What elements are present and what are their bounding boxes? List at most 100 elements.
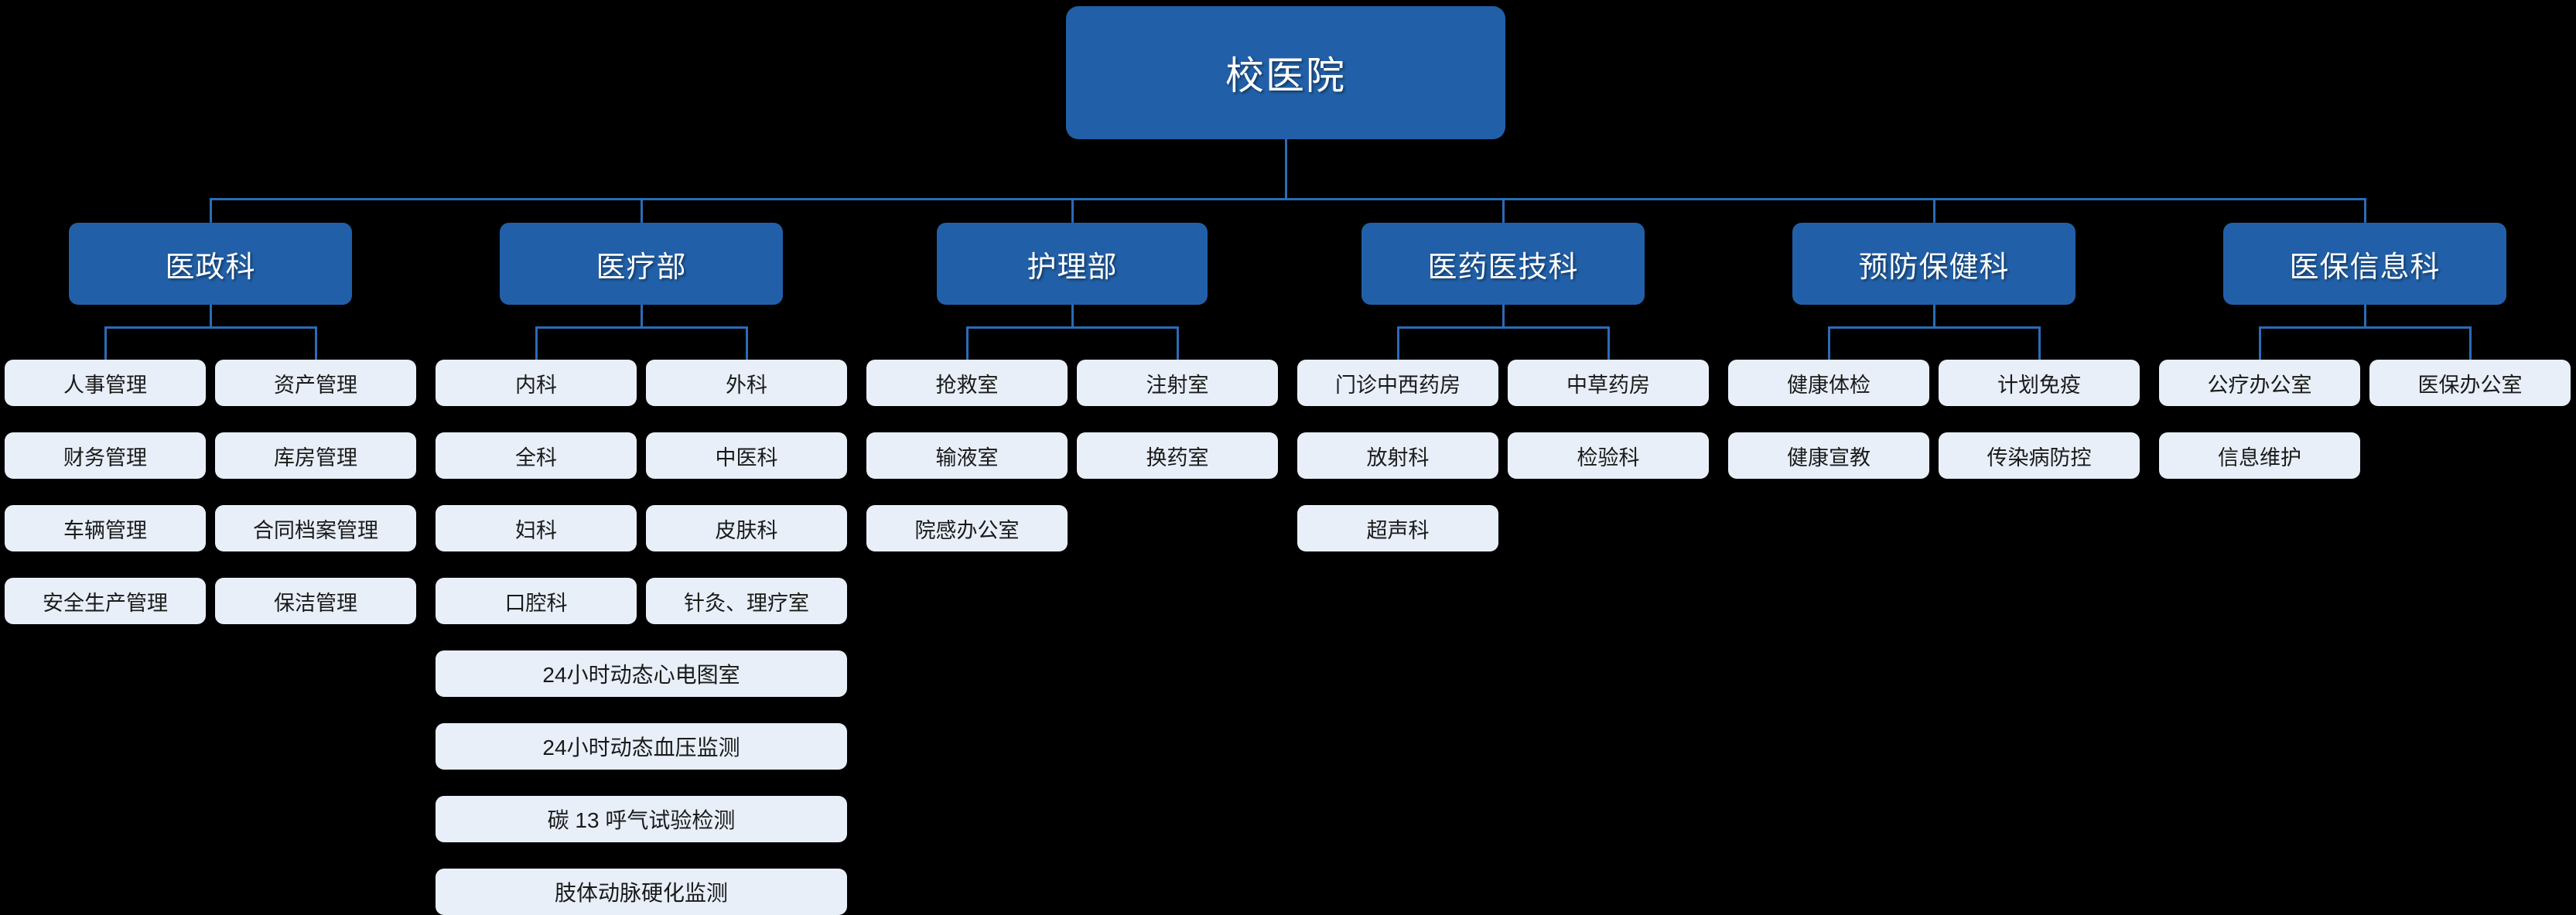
leaf-node-4-2-2[interactable]: 检验科 bbox=[1508, 432, 1709, 479]
leaf-drop-connector-5-1 bbox=[1828, 326, 1830, 360]
leaf-node-1-1-1[interactable]: 人事管理 bbox=[5, 360, 206, 406]
dept-stem-connector-3 bbox=[1071, 305, 1074, 326]
dept-node-4[interactable]: 医药医技科 bbox=[1361, 223, 1645, 305]
leaf-label: 输液室 bbox=[935, 446, 999, 469]
leaf-label: 公疗办公室 bbox=[2207, 373, 2312, 397]
leaf-drop-connector-3-1 bbox=[966, 326, 969, 360]
dept-drop-connector-6 bbox=[2364, 198, 2366, 223]
leaf-node-1-2-4[interactable]: 保洁管理 bbox=[215, 578, 416, 624]
dept-node-6[interactable]: 医保信息科 bbox=[2223, 223, 2506, 305]
dept-sub-bus-4 bbox=[1398, 326, 1608, 329]
leaf-label: 注射室 bbox=[1146, 373, 1209, 397]
leaf-node-3-2-1[interactable]: 注射室 bbox=[1077, 360, 1278, 406]
dept-drop-connector-3 bbox=[1071, 198, 1074, 223]
dept-stem-connector-2 bbox=[641, 305, 643, 326]
leaf-label: 医保办公室 bbox=[2417, 373, 2523, 397]
dept-label: 医疗部 bbox=[596, 251, 687, 284]
dept-sub-bus-1 bbox=[105, 326, 316, 329]
leaf-label: 安全生产管理 bbox=[43, 591, 168, 615]
dept-drop-connector-1 bbox=[210, 198, 212, 223]
leaf-drop-connector-4-1 bbox=[1397, 326, 1399, 360]
leaf-node-6-1-2[interactable]: 信息维护 bbox=[2159, 432, 2360, 479]
leaf-node-1-1-3[interactable]: 车辆管理 bbox=[5, 505, 206, 551]
leaf-label: 信息维护 bbox=[2218, 446, 2301, 469]
leaf-node-1-2-2[interactable]: 库房管理 bbox=[215, 432, 416, 479]
leaf-node-2-2-3[interactable]: 皮肤科 bbox=[646, 505, 847, 551]
leaf-node-5-2-1[interactable]: 计划免疫 bbox=[1939, 360, 2140, 406]
leaf-label: 针灸、理疗室 bbox=[684, 591, 809, 615]
leaf-node-2-2-4[interactable]: 针灸、理疗室 bbox=[646, 578, 847, 624]
leaf-node-2-1-1[interactable]: 内科 bbox=[436, 360, 637, 406]
dept-stem-connector-5 bbox=[1933, 305, 1935, 326]
leaf-label: 传染病防控 bbox=[1987, 446, 2092, 469]
leaf-label: 换药室 bbox=[1146, 446, 1209, 469]
leaf-node-4-1-3[interactable]: 超声科 bbox=[1297, 505, 1498, 551]
leaf-label: 车辆管理 bbox=[63, 518, 147, 542]
leaf-label: 碳 13 呼气试验检测 bbox=[547, 808, 736, 832]
leaf-node-wide-2-2[interactable]: 24小时动态血压监测 bbox=[436, 723, 847, 770]
leaf-node-wide-2-4[interactable]: 肢体动脉硬化监测 bbox=[436, 869, 847, 915]
dept-label: 医政科 bbox=[165, 251, 256, 284]
leaf-label: 妇科 bbox=[515, 518, 557, 542]
leaf-node-1-1-2[interactable]: 财务管理 bbox=[5, 432, 206, 479]
level1-horizontal-bus bbox=[210, 198, 2365, 200]
leaf-node-3-2-2[interactable]: 换药室 bbox=[1077, 432, 1278, 479]
leaf-label: 皮肤科 bbox=[715, 518, 778, 542]
leaf-label: 抢救室 bbox=[935, 373, 999, 397]
leaf-label: 资产管理 bbox=[274, 373, 357, 397]
leaf-node-6-1-1[interactable]: 公疗办公室 bbox=[2159, 360, 2360, 406]
leaf-node-wide-2-3[interactable]: 碳 13 呼气试验检测 bbox=[436, 796, 847, 842]
leaf-drop-connector-6-1 bbox=[2259, 326, 2261, 360]
leaf-label: 人事管理 bbox=[63, 373, 147, 397]
leaf-node-5-2-2[interactable]: 传染病防控 bbox=[1939, 432, 2140, 479]
dept-node-3[interactable]: 护理部 bbox=[937, 223, 1208, 305]
dept-node-5[interactable]: 预防保健科 bbox=[1792, 223, 2075, 305]
leaf-node-3-1-2[interactable]: 输液室 bbox=[866, 432, 1068, 479]
leaf-label: 检验科 bbox=[1577, 446, 1640, 469]
leaf-node-4-1-1[interactable]: 门诊中西药房 bbox=[1297, 360, 1498, 406]
dept-drop-connector-5 bbox=[1933, 198, 1935, 223]
leaf-drop-connector-6-2 bbox=[2469, 326, 2472, 360]
dept-sub-bus-6 bbox=[2260, 326, 2470, 329]
leaf-label: 内科 bbox=[515, 373, 557, 397]
dept-node-1[interactable]: 医政科 bbox=[69, 223, 352, 305]
leaf-label: 库房管理 bbox=[274, 446, 357, 469]
leaf-drop-connector-2-2 bbox=[746, 326, 748, 360]
leaf-node-2-1-3[interactable]: 妇科 bbox=[436, 505, 637, 551]
leaf-label: 全科 bbox=[515, 446, 557, 469]
leaf-label: 口腔科 bbox=[504, 591, 568, 615]
leaf-node-5-1-2[interactable]: 健康宣教 bbox=[1728, 432, 1929, 479]
leaf-node-4-2-1[interactable]: 中草药房 bbox=[1508, 360, 1709, 406]
leaf-node-2-1-4[interactable]: 口腔科 bbox=[436, 578, 637, 624]
root-node[interactable]: 校医院 bbox=[1066, 6, 1505, 139]
leaf-label: 中医科 bbox=[715, 446, 778, 469]
leaf-node-1-1-4[interactable]: 安全生产管理 bbox=[5, 578, 206, 624]
leaf-label: 财务管理 bbox=[63, 446, 147, 469]
leaf-node-2-2-1[interactable]: 外科 bbox=[646, 360, 847, 406]
dept-sub-bus-5 bbox=[1829, 326, 2039, 329]
leaf-label: 健康体检 bbox=[1787, 373, 1871, 397]
leaf-label: 门诊中西药房 bbox=[1335, 373, 1461, 397]
dept-node-2[interactable]: 医疗部 bbox=[500, 223, 783, 305]
leaf-node-2-2-2[interactable]: 中医科 bbox=[646, 432, 847, 479]
leaf-node-2-1-2[interactable]: 全科 bbox=[436, 432, 637, 479]
dept-stem-connector-1 bbox=[210, 305, 212, 326]
dept-label: 医药医技科 bbox=[1427, 251, 1579, 284]
leaf-drop-connector-5-2 bbox=[2038, 326, 2041, 360]
leaf-label: 计划免疫 bbox=[1997, 373, 2081, 397]
leaf-node-1-2-3[interactable]: 合同档案管理 bbox=[215, 505, 416, 551]
dept-drop-connector-4 bbox=[1502, 198, 1505, 223]
leaf-drop-connector-1-2 bbox=[315, 326, 317, 360]
leaf-label: 健康宣教 bbox=[1787, 446, 1871, 469]
leaf-node-6-2-1[interactable]: 医保办公室 bbox=[2369, 360, 2571, 406]
leaf-node-5-1-1[interactable]: 健康体检 bbox=[1728, 360, 1929, 406]
dept-label: 医保信息科 bbox=[2289, 251, 2441, 284]
leaf-node-1-2-1[interactable]: 资产管理 bbox=[215, 360, 416, 406]
leaf-node-3-1-3[interactable]: 院感办公室 bbox=[866, 505, 1068, 551]
dept-drop-connector-2 bbox=[641, 198, 643, 223]
leaf-label: 合同档案管理 bbox=[253, 518, 378, 542]
leaf-node-4-1-2[interactable]: 放射科 bbox=[1297, 432, 1498, 479]
leaf-node-wide-2-1[interactable]: 24小时动态心电图室 bbox=[436, 650, 847, 697]
leaf-node-3-1-1[interactable]: 抢救室 bbox=[866, 360, 1068, 406]
